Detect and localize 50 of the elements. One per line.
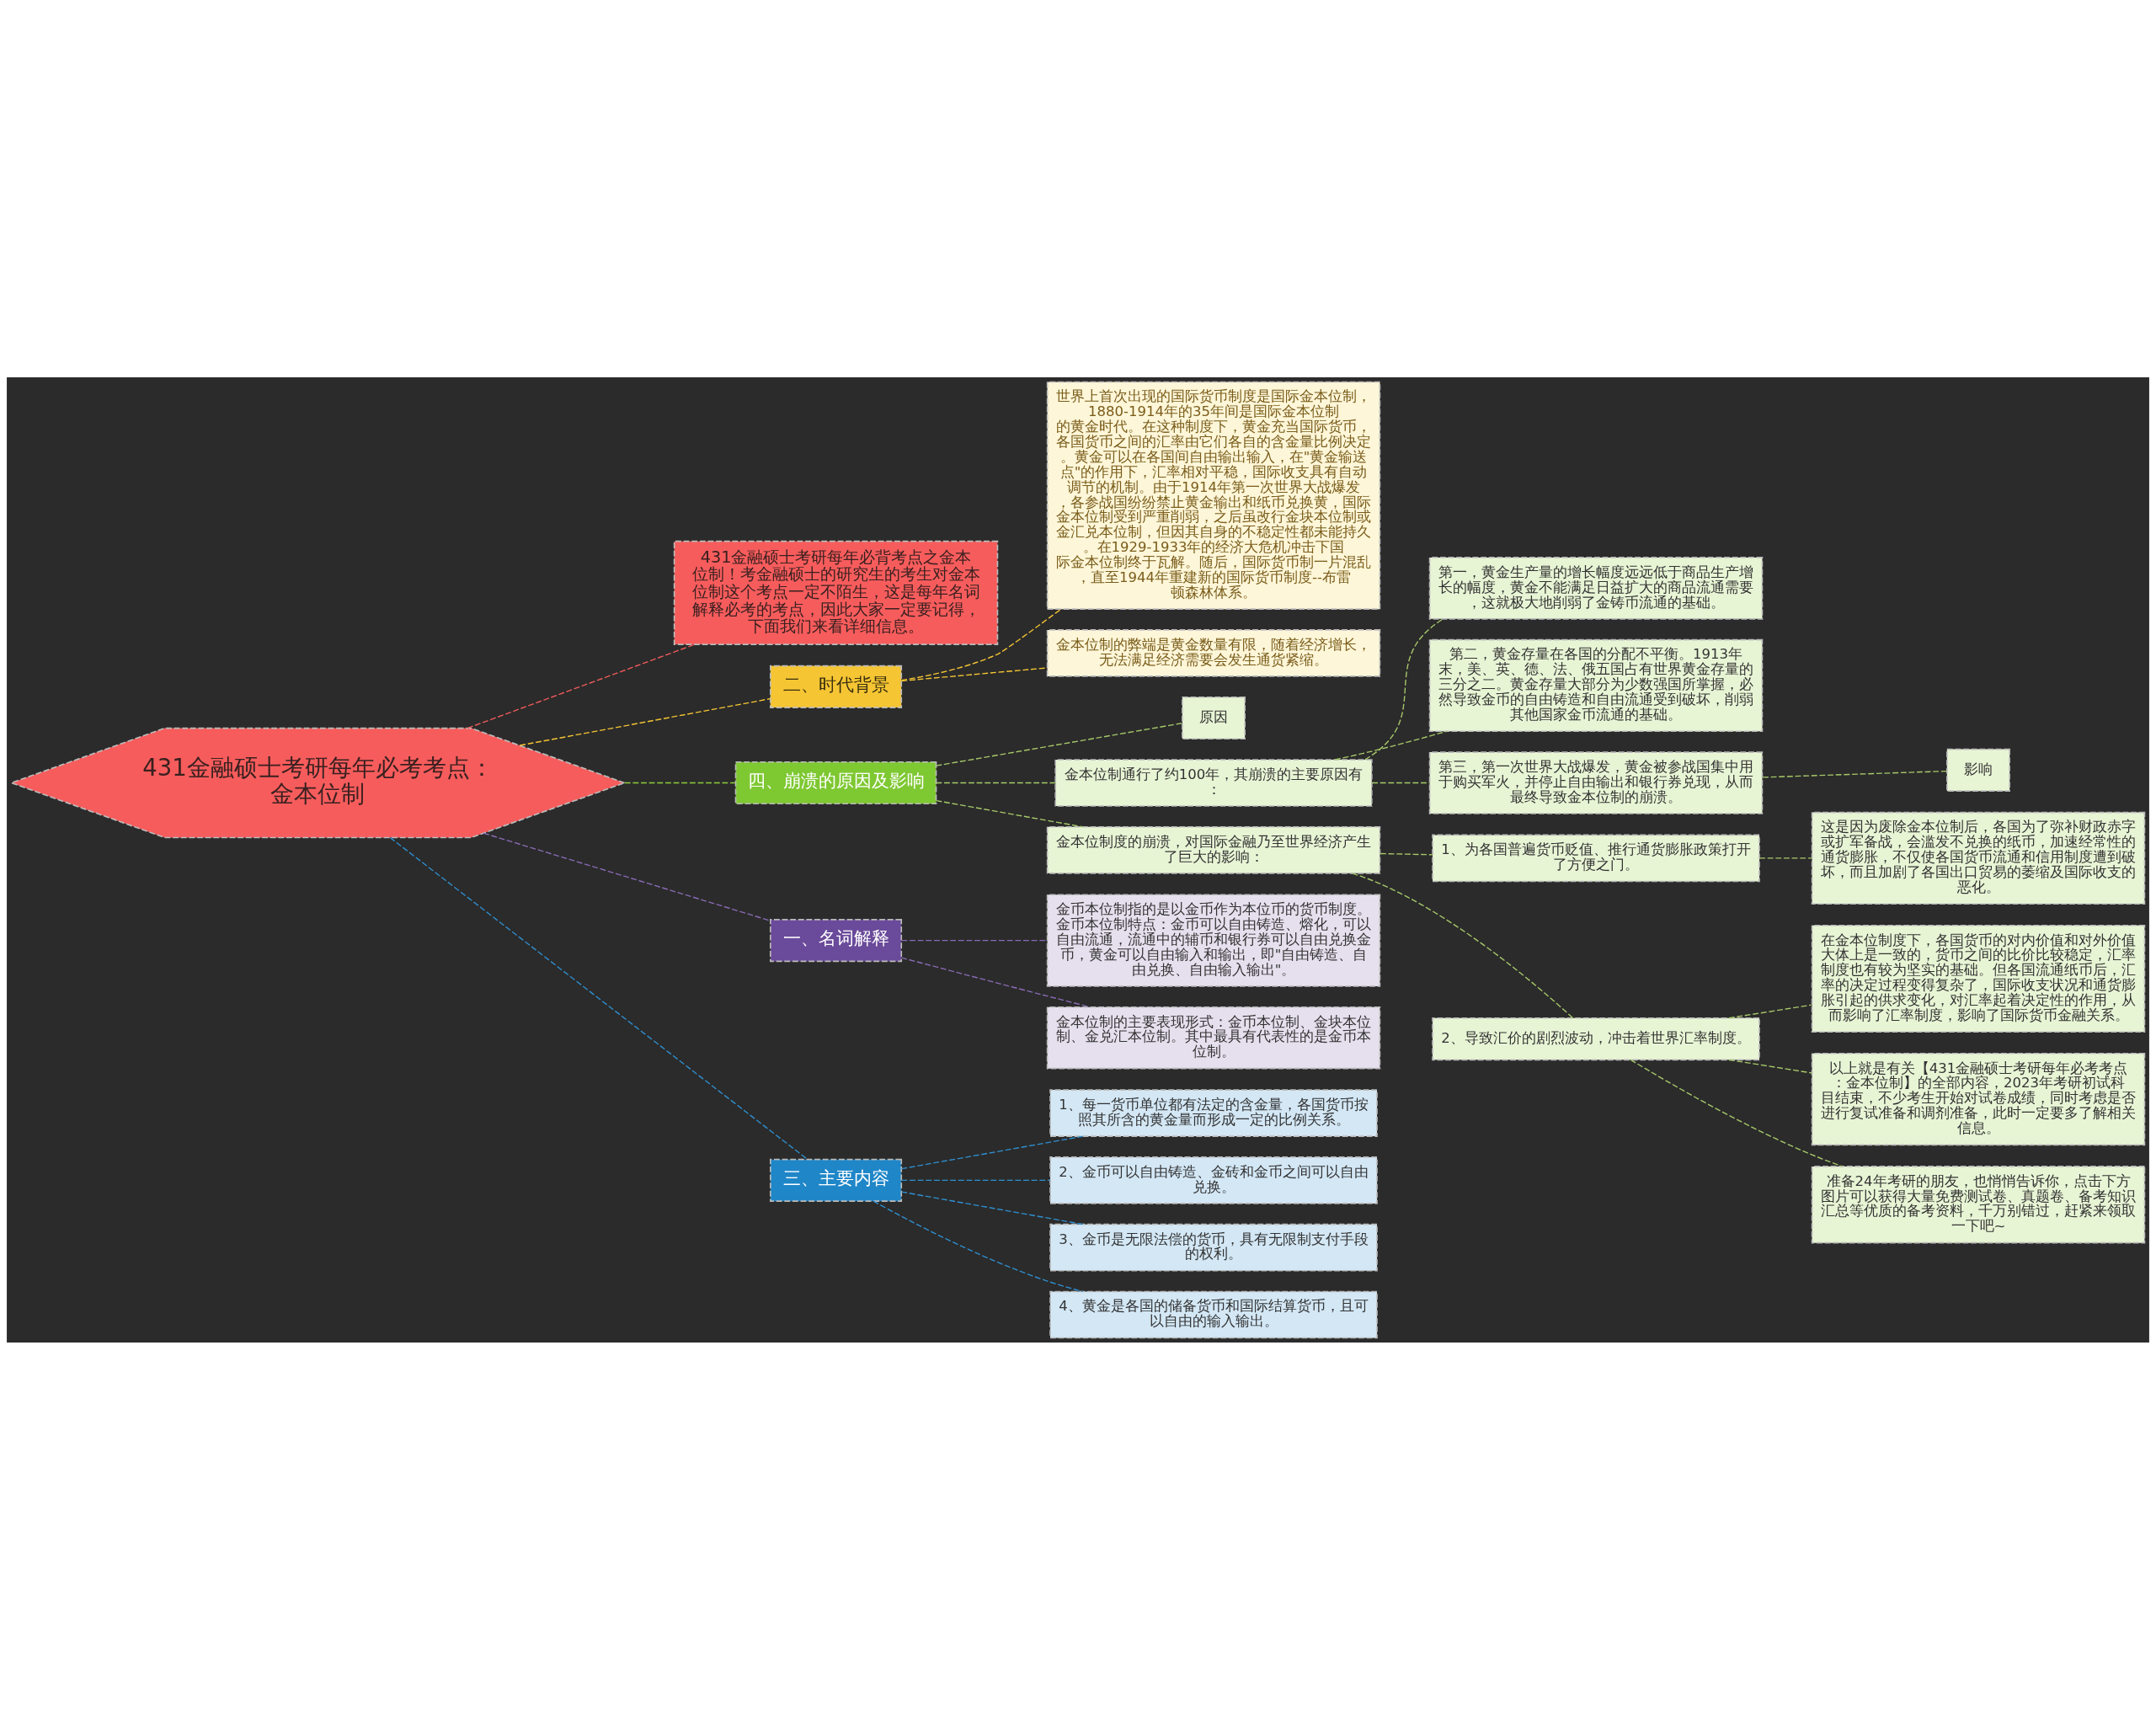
node-box: 1、为各国普遍货币贬值、推行通货膨胀政策打开了方便之门。 bbox=[1432, 834, 1760, 882]
connector bbox=[873, 1200, 1084, 1292]
connector bbox=[935, 722, 1183, 766]
node-box: 一、名词解释 bbox=[769, 918, 903, 962]
node-box: 三、主要内容 bbox=[769, 1158, 903, 1202]
connector bbox=[1334, 730, 1448, 761]
connector bbox=[1371, 782, 1431, 783]
node-box: 在金本位制度下，各国货币的对内价值和对外价值大体上是一致的，货币之间的比价比较稳定，汇率制度也有较为坚实的基础。但各国流通纸币后，汇率的决定过程变得复杂了，国际收支状况和通货膨胀引起的供求变化，对汇率起着决定性的作用，从而影响了汇率制度，影响了国际货币金融关系。 bbox=[1811, 924, 2146, 1033]
node-box: 影响 bbox=[1946, 748, 2010, 792]
node-box: 原因 bbox=[1182, 696, 1246, 739]
node-box: 以上就是有关【431金融硕士考研每年必考考点：金本位制】的全部内容，2023年考研初试科目结束，不少考生开始对试卷成绩，同时考虑是否进行复试准备和调剂准备，此时一定要多了解相关信息。 bbox=[1811, 1052, 2146, 1145]
node-box: 第一，黄金生产量的增长幅度远远低于商品生产增长的幅度，黄金不能满足日益扩大的商品流通需要，这就极大地削弱了金铸币流通的基础。 bbox=[1428, 556, 1764, 620]
node-box: 4、黄金是各国的储备货币和国际结算货币，且可以自由的输入输出。 bbox=[1049, 1290, 1378, 1338]
connector bbox=[1728, 1003, 1812, 1018]
node-box: 金本位制的弊端是黄金数量有限，随着经济增长，无法满足经济需要会发生通货紧缩。 bbox=[1046, 628, 1381, 677]
node-box: 金币本位制指的是以金币作为本位币的货币制度。金币本位制特点：金币可以自由铸造、熔化，可以自由流通，流通中的辅币和银行券可以自由兑换金币，黄金可以自由输入和输出，即"自由铸造、自由兑换、自由输入输出"。 bbox=[1046, 893, 1381, 987]
node-box: 2、导致汇价的剧烈波动，冲击着世界汇率制度。 bbox=[1432, 1017, 1760, 1060]
node-box: 3、金币是无限法偿的货币，具有无限制支付手段的权利。 bbox=[1049, 1223, 1378, 1272]
connector bbox=[624, 782, 736, 783]
connector bbox=[900, 1179, 1051, 1181]
connector bbox=[1728, 1059, 1812, 1074]
node-box: 第三，第一次世界大战爆发，黄金被参战国集中用于购买军火，并停止自由输出和银行券兑现，从而最终导致金本位制的崩溃。 bbox=[1428, 750, 1764, 814]
node-box: 第二，黄金存量在各国的分配不平衡。1913年末，美、英、德、法、俄五国占有世界黄金存量的三分之二。黄金存量大部分为少数强国所掌握，必然导致金币的自由铸造和自由流通受到破坏，削弱其他国家金币流通的基础。 bbox=[1428, 638, 1764, 732]
node-box: 金本位制的主要表现形式：金币本位制、金块本位制、金兑汇本位制。其中最具有代表性的是金币本位制。 bbox=[1046, 1006, 1381, 1069]
connector bbox=[1351, 872, 1574, 1018]
connector bbox=[900, 1190, 1084, 1225]
connector bbox=[900, 1135, 1084, 1169]
node-box: 金本位制通行了约100年，其崩溃的主要原因有： bbox=[1054, 758, 1373, 807]
connector bbox=[389, 836, 808, 1160]
connector bbox=[1630, 1059, 1843, 1166]
node-box: 金本位制度的崩溃，对国际金融乃至世界经济产生了巨大的影响： bbox=[1046, 825, 1381, 874]
connector bbox=[483, 832, 771, 921]
connector bbox=[1364, 617, 1444, 761]
connector bbox=[935, 799, 1084, 827]
node-box: 四、崩溃的原因及影响 bbox=[734, 761, 937, 804]
connector bbox=[935, 782, 1056, 783]
connector bbox=[1758, 857, 1812, 859]
connector bbox=[900, 939, 1048, 941]
node-box: 准备24年考研的朋友，也悄悄告诉你，点击下方图片可以获得大量免费测试卷、真题卷、备考知识汇总等优质的备考资料，千万别错过，赶紧来领取一下吧~ bbox=[1811, 1165, 2146, 1243]
node-box: 这是因为废除金本位制后，各国为了弥补财政赤字或扩军备战，会滥发不兑换的纸币，加速经常性的通货膨胀，不仅使各国货币流通和信用制度遭到破坏，而且加剧了各国出口贸易的萎缩及国际收支的恶化。 bbox=[1811, 811, 2146, 905]
connector bbox=[519, 697, 771, 746]
connector bbox=[1762, 770, 1948, 778]
node-box: 431金融硕士考研每年必背考点之金本位制！考金融硕士的研究生的考生对金本位制这个考点一定不陌生，这是每年名词解释必考的考点，因此大家一定要记得，下面我们来看详细信息。 bbox=[673, 540, 999, 645]
connector bbox=[1380, 852, 1433, 855]
node-box: 1、每一货币单位都有法定的含金量，各国货币按照其所含的黄金量而形成一定的比例关系。 bbox=[1049, 1088, 1378, 1137]
node-box: 2、金币可以自由铸造、金砖和金币之间可以自由兑换。 bbox=[1049, 1156, 1378, 1204]
node-box: 世界上首次出现的国际货币制度是国际金本位制，1880-1914年的35年间是国际金本位制的黄金时代。在这种制度下，黄金充当国际货币，各国货币之间的汇率由它们各自的含金量比例决定。黄金可以在各国间自由输出输入，在"黄金输送点"的作用下，汇率相对平稳，国际收支具有自动调节的机制。由于1914年第一次世界大战爆发，各参战国纷纷禁止黄金输出和纸币兑换黄，国际金本位制受到严重削弱，之后虽改行金块本位制或金汇兑本位制，但因其自身的不稳定性都未能持久。在1929-1933年的经济大危机冲击下国际金本位制终于瓦解。随后，国际货币制一片混乱，直至1944年重建新的国际货币制度--布雷顿森林体系。 bbox=[1046, 381, 1381, 610]
node-box: 二、时代背景 bbox=[769, 665, 903, 708]
connector bbox=[467, 643, 696, 729]
connector bbox=[900, 608, 1061, 681]
